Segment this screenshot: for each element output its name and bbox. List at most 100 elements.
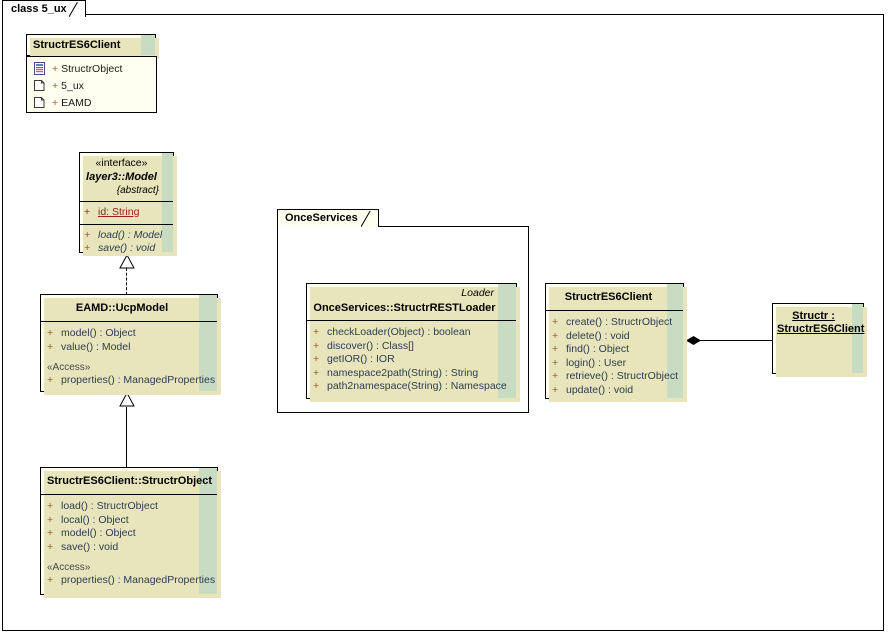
generalization-connector-line bbox=[126, 407, 127, 471]
operation-row: +save() : void bbox=[84, 242, 159, 256]
package-contents-header-box[interactable]: StructrES6Client bbox=[26, 34, 156, 56]
operation-text: delete() : void bbox=[566, 330, 630, 342]
operation-text: create() : StructrObject bbox=[566, 316, 672, 328]
visibility-marker: + bbox=[313, 353, 327, 367]
visibility-marker: + bbox=[313, 326, 327, 340]
operation-row: +checkLoader(Object) : boolean bbox=[313, 326, 496, 340]
visibility-marker: + bbox=[552, 370, 566, 384]
package-contents-list[interactable]: +StructrObject +5_ux +EAMD bbox=[26, 56, 157, 113]
operation-text: local() : Object bbox=[61, 514, 129, 526]
operation-text: getIOR() : IOR bbox=[327, 353, 395, 365]
es6-client-operations-compartment: +create() : StructrObject +delete() : vo… bbox=[546, 311, 683, 402]
tab-corner-slash-icon bbox=[361, 211, 376, 227]
operation-text: retrieve() : StructrObject bbox=[566, 370, 678, 382]
package-tab-label: OnceServices bbox=[285, 212, 358, 224]
ucp-model-name: EAMD::UcpModel bbox=[41, 295, 217, 322]
structr-instance-box[interactable]: Structr : StructrES6Client bbox=[772, 303, 864, 374]
interface-model-class-box[interactable]: «interface» layer3::Model {abstract} +id… bbox=[79, 152, 174, 253]
structr-object-name: StructrES6Client::StructrObject bbox=[41, 468, 217, 495]
access-stereotype-label: «Access» bbox=[47, 361, 197, 374]
visibility-marker: + bbox=[47, 327, 61, 341]
operation-text: login() : User bbox=[566, 357, 626, 369]
operation-text: path2namespace(String) : Namespace bbox=[327, 380, 507, 392]
list-item[interactable]: +StructrObject bbox=[27, 60, 156, 77]
operation-row: +update() : void bbox=[552, 384, 665, 398]
visibility-marker: + bbox=[52, 80, 58, 92]
diagram-title-tab[interactable]: class 5_ux bbox=[2, 0, 86, 17]
class-icon bbox=[33, 62, 46, 75]
diagram-title-label: class 5_ux bbox=[11, 3, 67, 15]
visibility-marker: + bbox=[552, 316, 566, 330]
generalization-arrowhead bbox=[119, 393, 135, 412]
visibility-marker: + bbox=[84, 242, 98, 256]
operation-text: load() : StructrObject bbox=[61, 500, 158, 512]
visibility-marker: + bbox=[84, 229, 98, 243]
visibility-marker: + bbox=[47, 574, 61, 588]
package-icon bbox=[33, 79, 46, 92]
es6-client-class-box[interactable]: StructrES6Client +create() : StructrObje… bbox=[545, 283, 684, 399]
operation-text: properties() : ManagedProperties bbox=[61, 574, 215, 586]
visibility-marker: + bbox=[47, 527, 61, 541]
operation-row: +path2namespace(String) : Namespace bbox=[313, 380, 496, 394]
operation-row: +model() : Object bbox=[47, 527, 197, 541]
operation-row: +model() : Object bbox=[47, 327, 197, 341]
visibility-marker: + bbox=[47, 541, 61, 555]
visibility-marker: + bbox=[552, 330, 566, 344]
visibility-marker: + bbox=[47, 500, 61, 514]
rest-loader-class-box[interactable]: Loader OnceServices::StructrRESTLoader +… bbox=[306, 283, 517, 399]
attribute-text: id: String bbox=[98, 206, 139, 218]
operation-text: properties() : ManagedProperties bbox=[61, 374, 215, 386]
operation-row: +load() : StructrObject bbox=[47, 500, 197, 514]
operation-row: +create() : StructrObject bbox=[552, 316, 665, 330]
list-item-label: +EAMD bbox=[52, 97, 91, 109]
tab-corner-slash-icon bbox=[69, 2, 83, 17]
interface-abstract-modifier: {abstract} bbox=[84, 184, 159, 198]
operation-text: update() : void bbox=[566, 384, 633, 396]
visibility-marker: + bbox=[47, 374, 61, 388]
operation-row: +namespace2path(String) : String bbox=[313, 367, 496, 381]
list-item-label: +StructrObject bbox=[52, 63, 122, 75]
composition-connector-line bbox=[692, 340, 772, 341]
operation-row: +delete() : void bbox=[552, 330, 665, 344]
rest-loader-corner-label: Loader bbox=[461, 287, 494, 299]
structr-object-class-box[interactable]: StructrES6Client::StructrObject +load() … bbox=[40, 467, 218, 595]
ucp-model-operations-compartment: +model() : Object +value() : Model bbox=[41, 322, 217, 359]
package-icon bbox=[33, 96, 46, 109]
ucp-model-class-box[interactable]: EAMD::UcpModel +model() : Object +value(… bbox=[40, 294, 218, 392]
visibility-marker: + bbox=[313, 367, 327, 381]
operation-row: +value() : Model bbox=[47, 341, 197, 355]
operation-row: +load() : Model bbox=[84, 229, 159, 243]
operation-text: checkLoader(Object) : boolean bbox=[327, 326, 471, 338]
interface-attributes-compartment: +id: String bbox=[80, 202, 173, 225]
list-item-name: StructrObject bbox=[61, 63, 122, 75]
list-item-name: EAMD bbox=[61, 97, 91, 109]
ucp-model-access-compartment: «Access» +properties() : ManagedProperti… bbox=[41, 359, 217, 392]
package-contents-title: StructrES6Client bbox=[27, 35, 155, 55]
structr-instance-line2: StructrES6Client bbox=[777, 323, 850, 336]
visibility-marker: + bbox=[313, 380, 327, 394]
operation-row: +getIOR() : IOR bbox=[313, 353, 496, 367]
visibility-marker: + bbox=[47, 514, 61, 528]
list-item[interactable]: +5_ux bbox=[27, 77, 156, 94]
structr-object-access-compartment: «Access» +properties() : ManagedProperti… bbox=[41, 559, 217, 592]
interface-name: layer3::Model bbox=[84, 170, 159, 184]
operation-row: +local() : Object bbox=[47, 514, 197, 528]
visibility-marker: + bbox=[313, 340, 327, 354]
operation-row: +find() : Object bbox=[552, 343, 665, 357]
operation-text: namespace2path(String) : String bbox=[327, 367, 478, 379]
operation-row: +save() : void bbox=[47, 541, 197, 555]
visibility-marker: + bbox=[52, 63, 58, 75]
list-item-name: 5_ux bbox=[61, 80, 84, 92]
visibility-marker: + bbox=[552, 384, 566, 398]
interface-model-header: «interface» layer3::Model {abstract} bbox=[80, 153, 173, 202]
operation-text: find() : Object bbox=[566, 343, 629, 355]
package-tab[interactable]: OnceServices bbox=[277, 209, 379, 227]
access-stereotype-label: «Access» bbox=[47, 561, 197, 574]
operation-row: +discover() : Class[] bbox=[313, 340, 496, 354]
list-item[interactable]: +EAMD bbox=[27, 94, 156, 111]
operation-row: +retrieve() : StructrObject bbox=[552, 370, 665, 384]
es6-client-name: StructrES6Client bbox=[546, 284, 683, 311]
structr-object-operations-compartment: +load() : StructrObject +local() : Objec… bbox=[41, 495, 217, 559]
operation-text: save() : void bbox=[98, 242, 155, 254]
